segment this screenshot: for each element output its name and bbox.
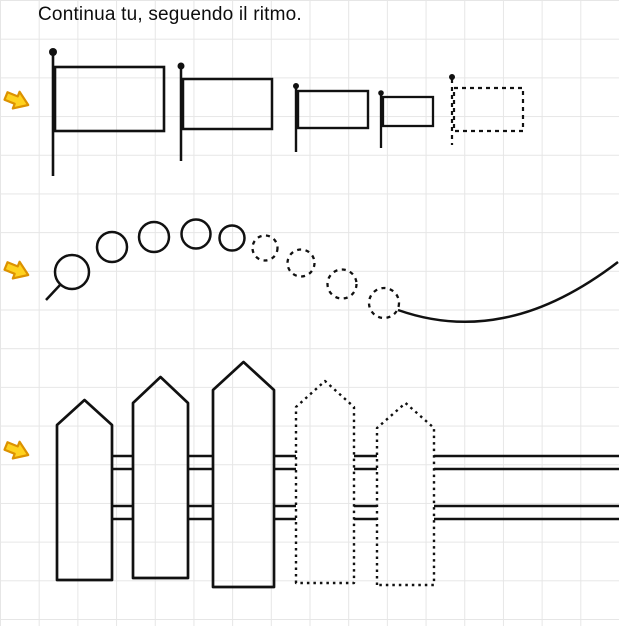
arrow-icon [3, 90, 30, 110]
bead-5 [218, 224, 246, 252]
bead-8-dashed [326, 268, 358, 300]
fence-picket-4-dotted [294, 379, 356, 585]
page-title: Continua tu, seguendo il ritmo. [38, 4, 302, 25]
bead-1 [53, 253, 91, 291]
arrow-icon [3, 260, 30, 280]
flag-5-finial [449, 74, 455, 80]
bead-6-dashed [251, 234, 279, 262]
bead-4 [180, 218, 212, 250]
bead-7-dashed [286, 248, 316, 278]
flag-2-finial [177, 62, 185, 70]
bead-9-dashed [367, 286, 401, 320]
fence-picket-2 [131, 375, 190, 580]
fence-picket-1 [55, 398, 114, 582]
flag-2-banner [181, 77, 274, 131]
bead-curve-tail [397, 261, 619, 323]
bead-3 [137, 220, 171, 254]
flag-4-banner [381, 95, 435, 128]
fence-picket-5-dotted [375, 401, 436, 587]
fence-picket-3 [211, 360, 276, 589]
flag-3-banner [296, 89, 370, 130]
bead-chain-start [45, 284, 61, 301]
flag-4-finial [378, 90, 384, 96]
arrow-icon [3, 440, 30, 460]
flag-1-banner [53, 65, 166, 133]
flag-3-finial [293, 83, 299, 89]
flag-5-banner-dashed [452, 86, 525, 133]
bead-2 [95, 230, 129, 264]
flag-1-finial [49, 48, 57, 56]
